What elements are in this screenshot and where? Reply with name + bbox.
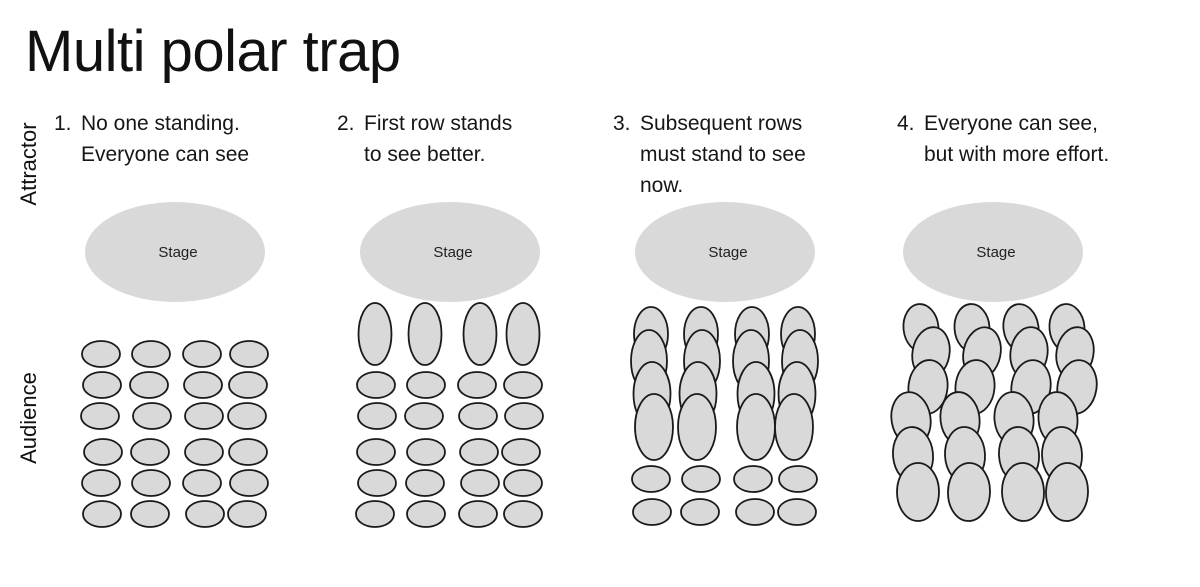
audience-member-sitting — [356, 371, 396, 399]
audience-member-sitting — [406, 371, 446, 399]
audience-member-sitting — [185, 500, 225, 528]
stage-ellipse — [85, 202, 265, 302]
audience-member-sitting — [458, 402, 498, 430]
audience-member-sitting — [680, 498, 720, 526]
audience-member-sitting — [404, 402, 444, 430]
panel-caption-1: 1. No one standing. Everyone can see — [54, 108, 326, 170]
audience-member-sitting — [131, 340, 171, 368]
audience-member-sitting — [356, 438, 396, 466]
audience-member-sitting — [129, 371, 169, 399]
audience-member-sitting — [458, 500, 498, 528]
audience-member-standing — [947, 462, 991, 522]
audience-member-sitting — [503, 371, 543, 399]
audience-member-sitting — [227, 402, 267, 430]
audience-member-sitting — [130, 438, 170, 466]
audience-member-standing — [896, 462, 940, 522]
stage-label: Stage — [158, 244, 197, 261]
audience-member-sitting — [81, 469, 121, 497]
audience-member-sitting — [503, 469, 543, 497]
caption-text: No one standing. Everyone can see — [81, 112, 250, 166]
page-title: Multi polar trap — [25, 19, 401, 84]
audience-member-sitting — [406, 438, 446, 466]
audience-member-sitting — [182, 340, 222, 368]
audience-member-sitting — [459, 438, 499, 466]
audience-member-sitting — [184, 438, 224, 466]
panel-caption-2: 2. First row stands to see better. — [337, 108, 609, 170]
audience-member-sitting — [778, 465, 818, 493]
audience-member-sitting — [83, 438, 123, 466]
audience-member-sitting — [405, 469, 445, 497]
audience-member-standing — [677, 393, 717, 461]
audience-member-sitting — [355, 500, 395, 528]
audience-member-sitting — [631, 465, 671, 493]
audience-member-sitting — [228, 438, 268, 466]
audience-member-sitting — [82, 371, 122, 399]
caption-text: Everyone can see, but with more effort. — [924, 112, 1110, 166]
audience-member-sitting — [733, 465, 773, 493]
audience-member-sitting — [227, 500, 267, 528]
panel-diagram-2: Stage — [355, 202, 544, 528]
panel-diagram-3: Stage — [630, 202, 819, 526]
audience-member-standing — [1045, 462, 1089, 522]
stage-label: Stage — [708, 244, 747, 261]
audience-member-standing — [462, 302, 498, 366]
audience-member-standing — [407, 302, 443, 366]
panel-caption-4: 4. Everyone can see, but with more effor… — [897, 108, 1169, 170]
stage-ellipse — [360, 202, 540, 302]
audience-member-sitting — [228, 371, 268, 399]
panel-caption-3: 3. Subsequent rows must stand to see now… — [613, 108, 885, 201]
audience-member-sitting — [460, 469, 500, 497]
panel-diagram-4: Stage — [890, 202, 1098, 522]
caption-number: 3. — [613, 112, 631, 135]
audience-member-sitting — [131, 469, 171, 497]
audience-member-sitting — [182, 469, 222, 497]
audience-member-sitting — [504, 402, 544, 430]
audience-member-sitting — [132, 402, 172, 430]
audience-member-sitting — [229, 469, 269, 497]
stage-ellipse — [635, 202, 815, 302]
audience-member-sitting — [80, 402, 120, 430]
audience-member-sitting — [503, 500, 543, 528]
caption-text: First row stands to see better. — [364, 112, 513, 166]
audience-member-sitting — [184, 402, 224, 430]
audience-member-sitting — [81, 340, 121, 368]
stage-label: Stage — [433, 244, 472, 261]
audience-member-sitting — [130, 500, 170, 528]
audience-member-standing — [1001, 462, 1045, 522]
caption-text: Subsequent rows must stand to see now. — [640, 112, 806, 197]
audience-member-sitting — [681, 465, 721, 493]
stage-label: Stage — [976, 244, 1015, 261]
audience-member-sitting — [777, 498, 817, 526]
audience-member-sitting — [632, 498, 672, 526]
panel-diagram-1: Stage — [80, 202, 269, 528]
caption-number: 2. — [337, 112, 355, 135]
audience-member-standing — [774, 393, 814, 461]
audience-member-sitting — [457, 371, 497, 399]
audience-member-sitting — [406, 500, 446, 528]
audience-member-sitting — [357, 469, 397, 497]
audience-member-sitting — [82, 500, 122, 528]
caption-number: 4. — [897, 112, 915, 135]
audience-member-standing — [505, 302, 541, 366]
audience-member-sitting — [229, 340, 269, 368]
caption-number: 1. — [54, 112, 72, 135]
attractor-axis-label: Attractor — [16, 122, 41, 206]
audience-member-sitting — [183, 371, 223, 399]
stage-ellipse — [903, 202, 1083, 302]
audience-member-standing — [634, 393, 674, 461]
audience-member-sitting — [357, 402, 397, 430]
audience-member-standing — [357, 302, 393, 366]
audience-member-sitting — [501, 438, 541, 466]
audience-member-standing — [736, 393, 776, 461]
audience-member-sitting — [735, 498, 775, 526]
